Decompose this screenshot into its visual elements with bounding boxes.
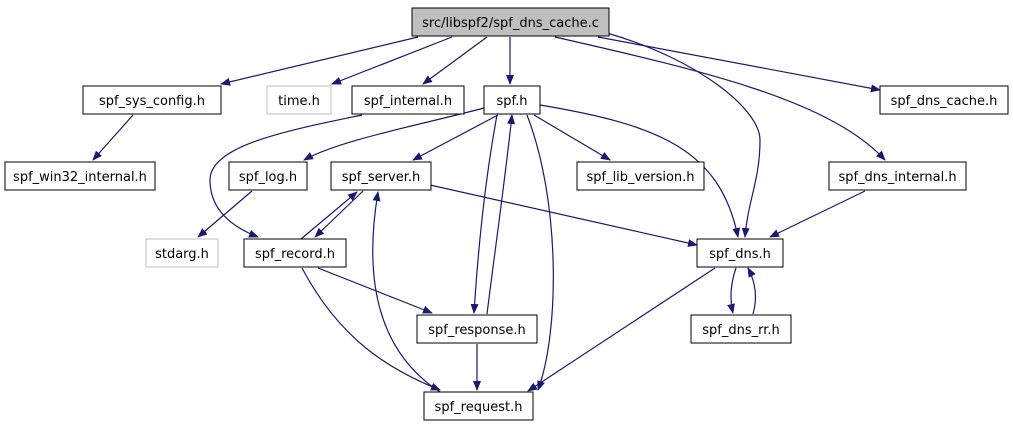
node-box bbox=[483, 85, 541, 115]
edge-spf-dns-cache-c-to-spf-internal-h bbox=[422, 36, 488, 85]
node-time-h: time.h bbox=[266, 85, 332, 115]
node-box bbox=[228, 161, 308, 191]
node-box bbox=[828, 161, 967, 191]
node-label: spf_lib_version.h bbox=[586, 170, 694, 185]
node-spf-h[interactable]: spf.h bbox=[483, 85, 541, 115]
node-box bbox=[690, 314, 792, 344]
node-label: spf_dns_internal.h bbox=[838, 170, 956, 185]
node-label: spf_server.h bbox=[342, 170, 420, 185]
edge-spf-record-h-to-spf-request-h bbox=[301, 267, 441, 391]
edge-spf-h-to-spf-lib-version-h bbox=[533, 114, 611, 161]
node-label: spf_log.h bbox=[239, 170, 297, 185]
edge-spf-h-to-spf-request-h bbox=[526, 114, 554, 391]
node-spf-internal-h[interactable]: spf_internal.h bbox=[351, 85, 465, 115]
edge-spf-dns-cache-c-to-spf-dns-cache-h bbox=[597, 36, 881, 93]
node-box bbox=[411, 7, 610, 37]
node-box bbox=[416, 314, 538, 344]
edge-spf-dns-cache-c-to-spf-dns-internal-h bbox=[554, 36, 886, 161]
edge-spf-dns-cache-c-to-time-h bbox=[331, 36, 453, 85]
edges-layer bbox=[92, 32, 886, 393]
node-box bbox=[266, 85, 332, 115]
node-spf-sys-config-h[interactable]: spf_sys_config.h bbox=[82, 85, 222, 115]
node-spf-request-h[interactable]: spf_request.h bbox=[423, 391, 534, 421]
edge-spf-server-h-to-spf-dns-h bbox=[429, 184, 698, 247]
node-box bbox=[696, 238, 784, 268]
node-box bbox=[351, 85, 465, 115]
node-box bbox=[330, 161, 432, 191]
node-label: spf_record.h bbox=[255, 247, 335, 262]
node-spf-server-h[interactable]: spf_server.h bbox=[330, 161, 432, 191]
node-label: spf_sys_config.h bbox=[99, 94, 205, 109]
node-box bbox=[576, 161, 705, 191]
nodes-layer: src/libspf2/spf_dns_cache.c spf_sys_confi… bbox=[4, 7, 1009, 421]
node-spf-dns-internal-h[interactable]: spf_dns_internal.h bbox=[828, 161, 967, 191]
node-box bbox=[243, 238, 347, 268]
edge-spf-sys-config-h-to-spf-win32-internal-h bbox=[92, 114, 134, 161]
node-spf-dns-cache-c[interactable]: src/libspf2/spf_dns_cache.c bbox=[411, 7, 610, 37]
edge-spf-h-to-spf-log-h bbox=[303, 107, 485, 161]
node-label: src/libspf2/spf_dns_cache.c bbox=[422, 16, 599, 31]
node-box bbox=[145, 238, 219, 268]
node-spf-dns-cache-h[interactable]: spf_dns_cache.h bbox=[879, 85, 1009, 115]
node-label: spf_request.h bbox=[435, 400, 523, 415]
edge-spf-request-h-to-spf-server-h bbox=[372, 191, 441, 393]
node-spf-log-h[interactable]: spf_log.h bbox=[228, 161, 308, 191]
edge-spf-internal-h-to-spf-record-h bbox=[209, 114, 363, 238]
edge-spf-dns-h-to-spf-request-h bbox=[527, 267, 716, 392]
edge-spf-record-h-to-spf-server-h bbox=[300, 191, 358, 240]
edge-spf-response-h-to-spf-h bbox=[486, 114, 516, 315]
node-spf-dns-rr-h[interactable]: spf_dns_rr.h bbox=[690, 314, 792, 344]
node-spf-lib-version-h[interactable]: spf_lib_version.h bbox=[576, 161, 705, 191]
node-spf-win32-internal-h[interactable]: spf_win32_internal.h bbox=[4, 161, 156, 191]
node-label: spf_internal.h bbox=[364, 94, 452, 109]
node-spf-dns-h[interactable]: spf_dns.h bbox=[696, 238, 784, 268]
node-label: spf_dns.h bbox=[709, 247, 771, 262]
node-label: stdarg.h bbox=[155, 247, 209, 262]
node-label: spf.h bbox=[496, 94, 527, 109]
node-spf-record-h[interactable]: spf_record.h bbox=[243, 238, 347, 268]
node-label: spf_response.h bbox=[428, 323, 526, 338]
node-spf-response-h[interactable]: spf_response.h bbox=[416, 314, 538, 344]
edge-spf-h-to-spf-dns-h bbox=[539, 104, 741, 238]
edge-spf-h-to-spf-server-h bbox=[412, 114, 499, 161]
edge-spf-record-h-to-spf-response-h bbox=[317, 267, 433, 314]
node-label: spf_win32_internal.h bbox=[13, 170, 147, 185]
node-box bbox=[423, 391, 534, 421]
node-box bbox=[82, 85, 222, 115]
edge-spf-dns-rr-h-to-spf-dns-h bbox=[747, 267, 757, 315]
node-label: spf_dns_rr.h bbox=[702, 323, 780, 338]
edge-spf-dns-cache-c-to-spf-dns-h bbox=[606, 32, 761, 238]
node-box bbox=[879, 85, 1009, 115]
node-label: spf_dns_cache.h bbox=[891, 94, 998, 109]
node-stdarg-h: stdarg.h bbox=[145, 238, 219, 268]
edge-spf-server-h-to-spf-record-h bbox=[314, 190, 364, 238]
edge-spf-log-h-to-stdarg-h bbox=[197, 190, 253, 238]
edge-spf-dns-h-to-spf-dns-rr-h bbox=[727, 267, 737, 314]
node-label: time.h bbox=[278, 94, 320, 109]
edge-spf-h-to-spf-response-h bbox=[470, 114, 498, 314]
edge-spf-dns-internal-h-to-spf-dns-h bbox=[769, 190, 866, 238]
edge-spf-dns-cache-c-to-spf-sys-config-h bbox=[220, 36, 419, 86]
node-box bbox=[4, 161, 156, 191]
